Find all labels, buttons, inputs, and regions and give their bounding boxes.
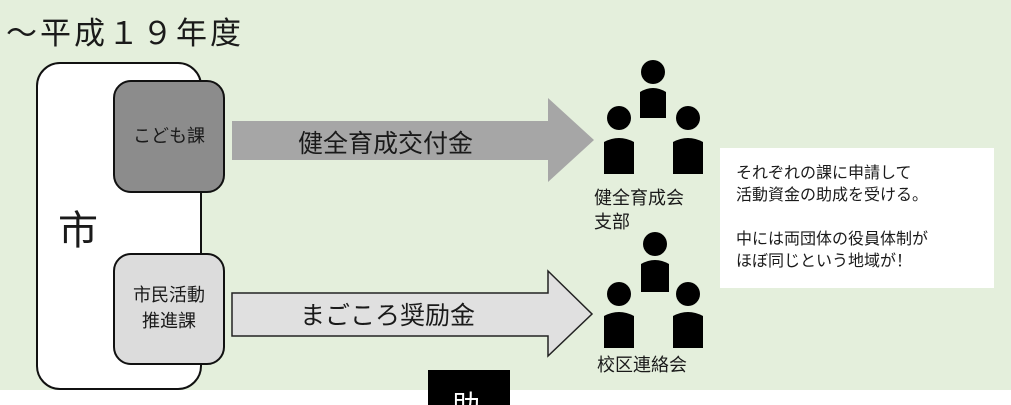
dept-kodomo: こども課 — [113, 80, 225, 193]
people-group-icon — [604, 60, 703, 174]
note-line-1: それぞれの課に申請して 活動資金の助成を受ける。 — [736, 163, 929, 204]
dept-kodomo-label: こども課 — [133, 125, 205, 147]
black-box-text: 助 — [452, 392, 480, 405]
dept-shimin-katsudo: 市民活動 推進課 — [113, 253, 225, 365]
black-box-fragment: 助 — [428, 370, 510, 405]
group-label-kouku-renraku: 校区連絡会 — [597, 355, 687, 376]
city-label: 市 — [58, 208, 98, 254]
arrow-label-kenzen: 健全育成交付金 — [298, 129, 474, 158]
note-line-2: 中には両団体の役員体制が ほぼ同じという地域が！ — [736, 229, 929, 270]
note-box: それぞれの課に申請して 活動資金の助成を受ける。 中には両団体の役員体制が ほぼ… — [720, 148, 994, 288]
group-label-kenzen-shibu: 健全育成会 支部 — [594, 188, 684, 233]
dept-shimin-label: 市民活動 推進課 — [133, 285, 205, 332]
people-group-icon — [604, 232, 703, 348]
arrow-label-magokoro: まごころ奨励金 — [300, 301, 476, 330]
page-title: ～平成１９年度 — [6, 16, 244, 52]
arrow-magokoro — [231, 269, 594, 358]
arrow-kenzen-ikusei — [232, 98, 594, 182]
